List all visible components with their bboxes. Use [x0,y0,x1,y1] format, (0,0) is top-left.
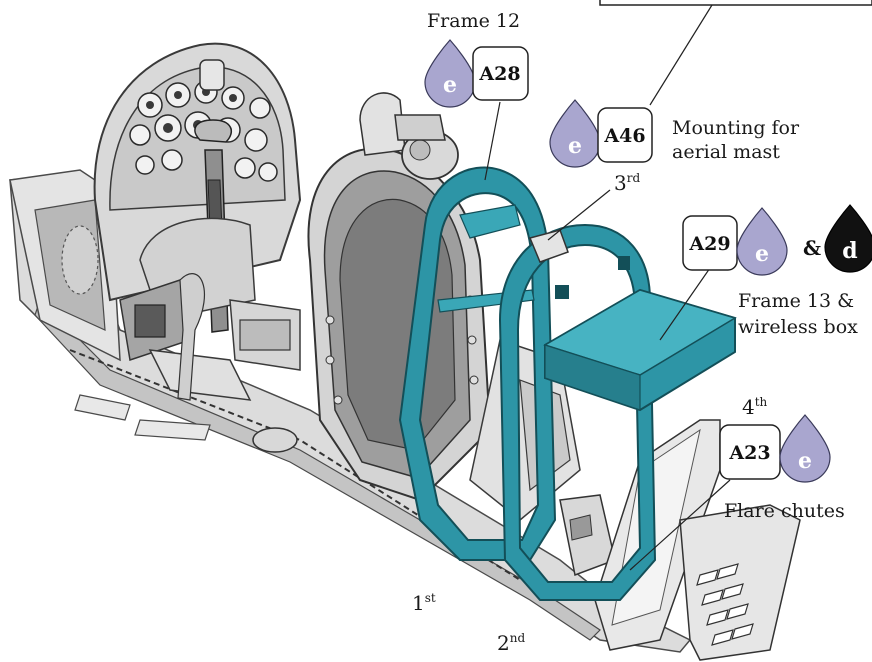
ordinal-4th: 4th [742,395,768,419]
ordinal-2nd: 2nd [497,631,525,655]
paint-code-e: e [568,133,582,159]
part-code-a28: A28 [478,63,520,85]
callout-a46: e A46 [549,99,653,168]
paint-code-d: d [842,238,857,264]
paint-code-e: e [798,448,812,474]
part-code-a46: A46 [603,125,645,147]
top-callout-box [599,0,872,6]
paint-drop-icon [779,414,831,483]
part-box-a23 [719,424,781,480]
aerial-mast-mount-part [528,229,569,263]
flare-chutes-label: Flare chutes [724,500,845,522]
paint-drop-icon [549,99,601,168]
callout-a28: e A28 [424,39,529,108]
ordinal-3rd: 3rd [614,171,640,195]
paint-drop-icon [424,39,476,108]
part-code-a23: A23 [728,442,770,464]
leader-lines [484,101,731,571]
callout-a29: A29 e & d [682,204,872,276]
frame-13-label-line2: wireless box [738,316,858,338]
paint-code-e: e [443,72,457,98]
top-callout-leader [649,4,713,106]
part-box-a28 [472,46,529,101]
paint-code-e: e [755,241,769,267]
paint-drop-icon [824,204,872,273]
wireless-box-part [543,288,737,412]
ordinal-1st: 1st [412,591,436,615]
callout-a23: A23 e [719,414,831,483]
paint-drop-icon [736,207,788,276]
mounting-label-line1: Mounting for [672,117,800,139]
part-box-a46 [597,107,653,163]
part-code-a29: A29 [688,233,730,255]
ampersand: & [803,236,821,260]
frame-13-label-line1: Frame 13 & [738,290,854,312]
frame-12-label: Frame 12 [427,10,520,32]
part-box-a29 [682,215,738,271]
mounting-label-line2: aerial mast [672,141,780,163]
